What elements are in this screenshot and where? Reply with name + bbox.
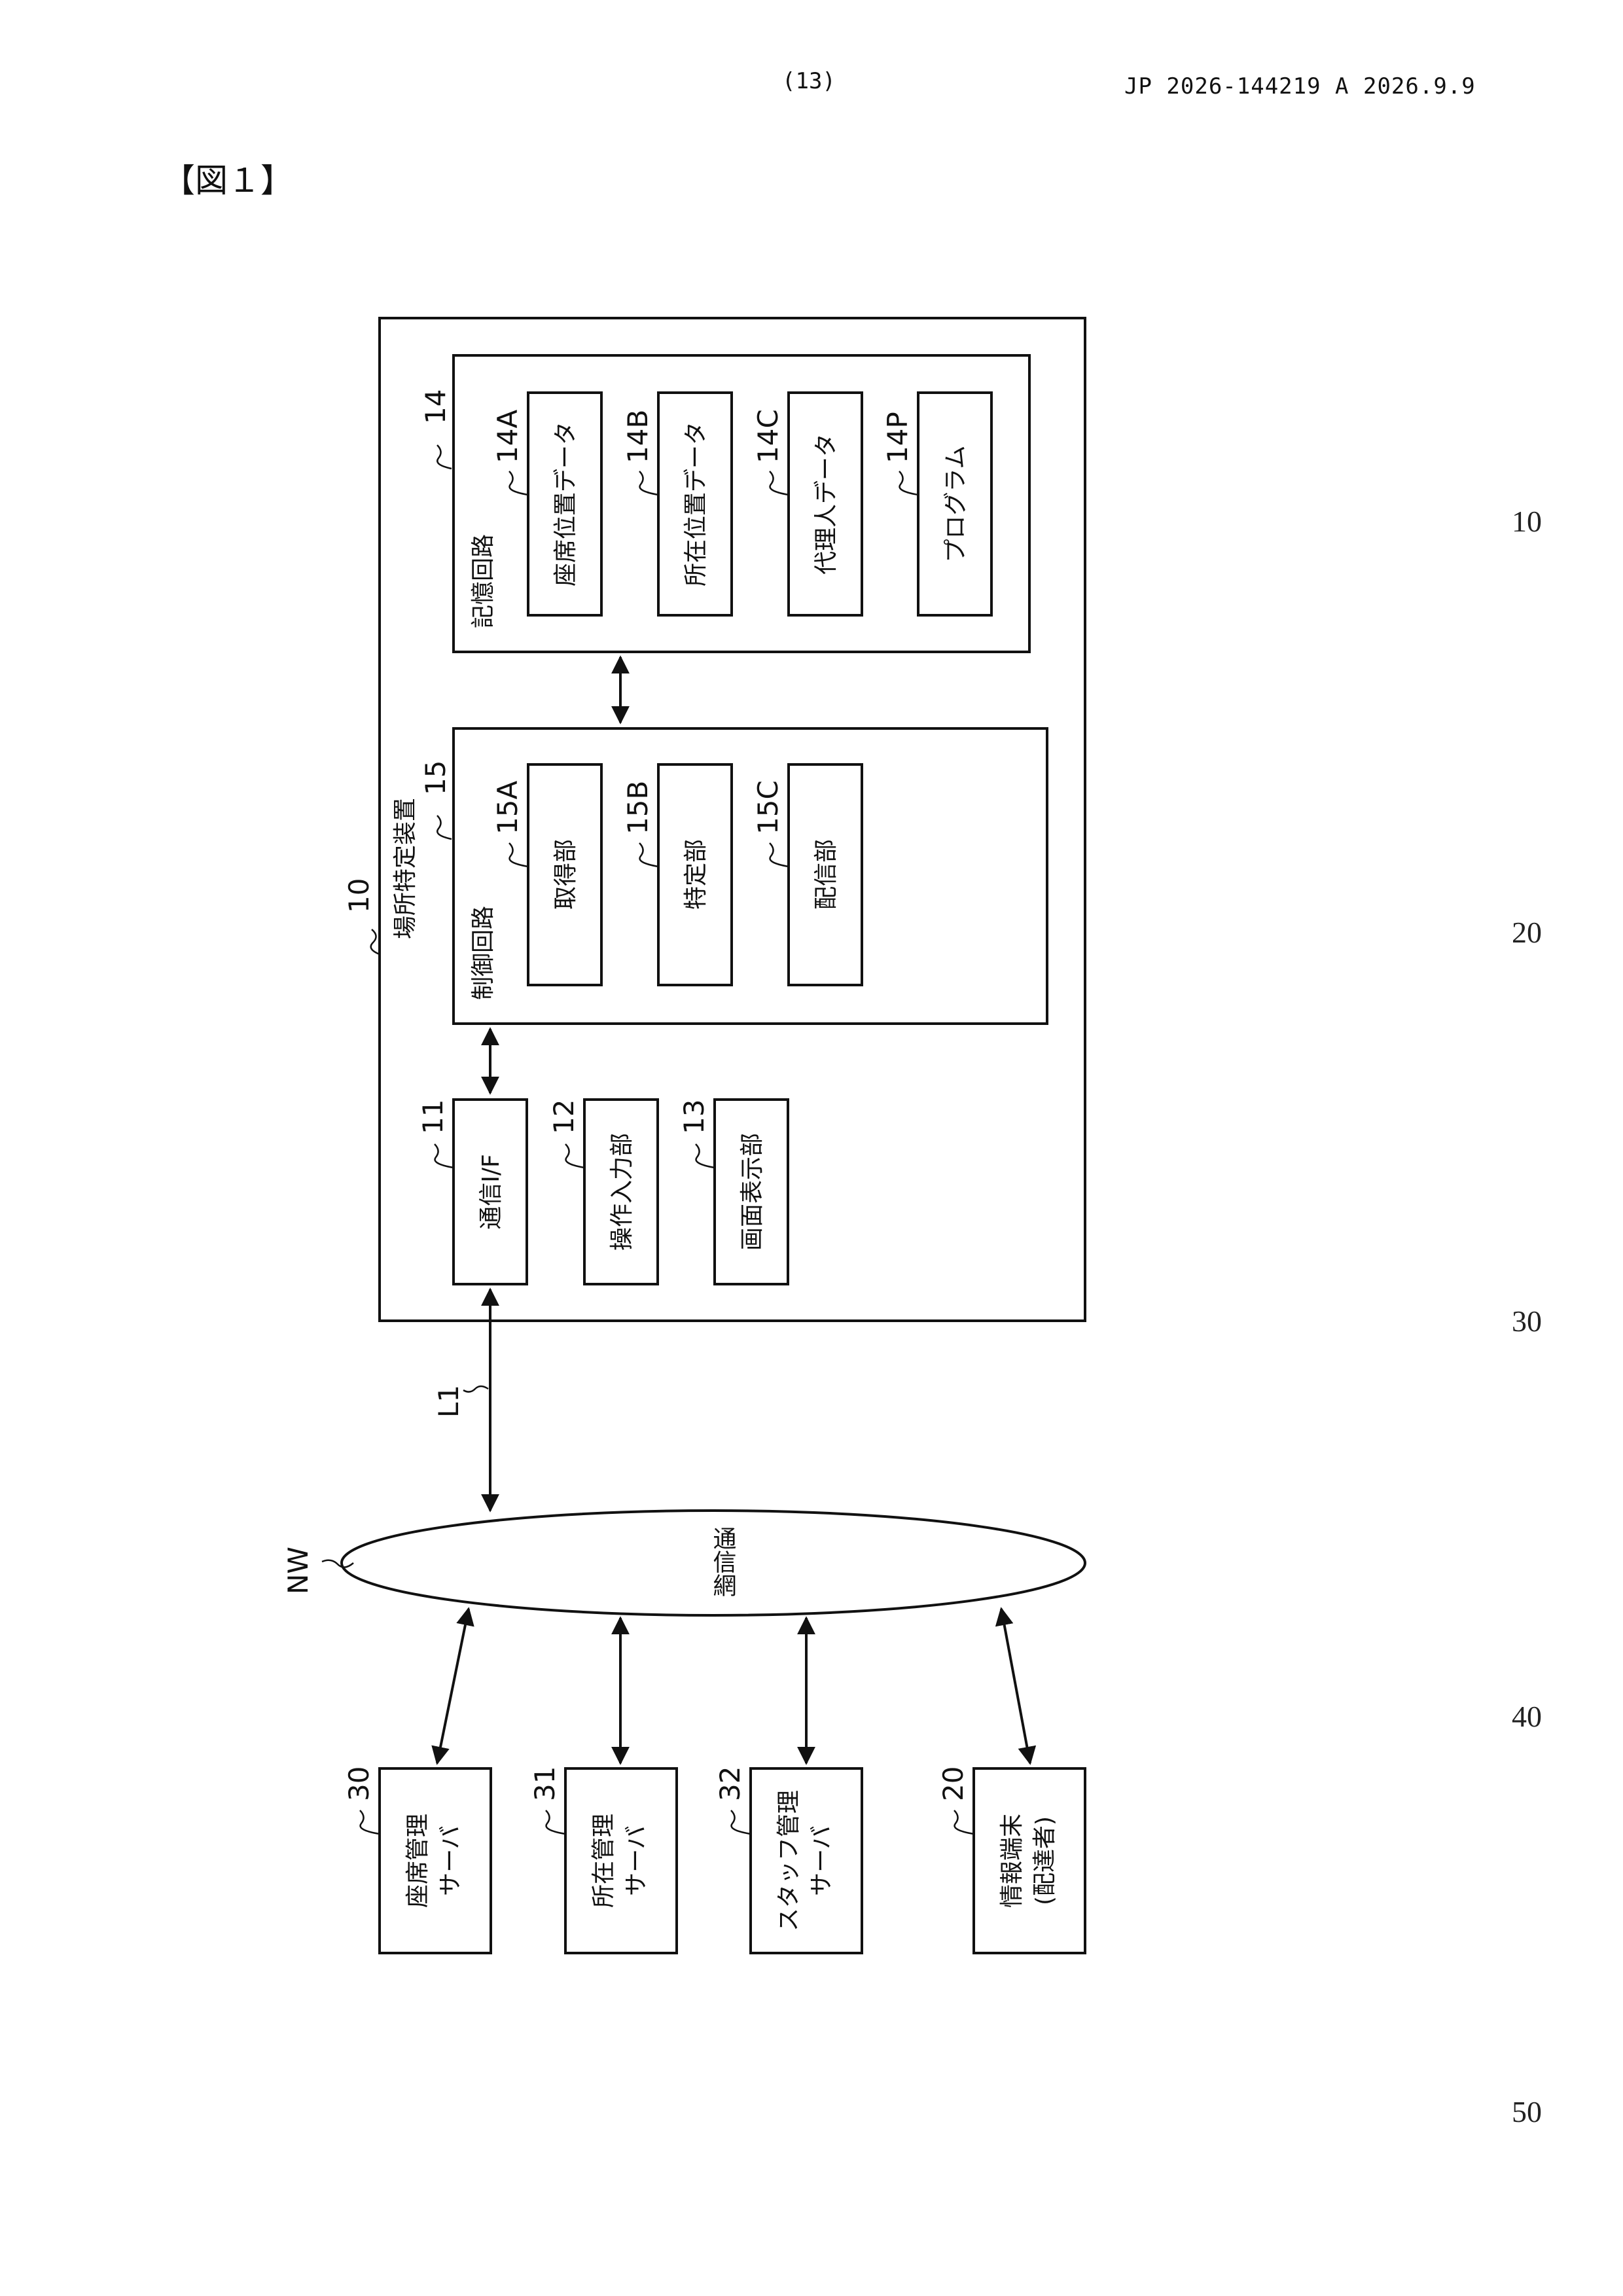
delivery-unit-leader [770,843,789,867]
identification-unit-ref: 15B [622,781,654,834]
seat-position-data-label: 座席位置データ [552,422,579,586]
agent-data-label: 代理人データ [813,433,840,575]
screen-display-leader [696,1144,715,1168]
comm-interface-leader [435,1144,454,1168]
staff-management-server-label-2: サーバ [808,1825,835,1896]
information-terminal-label-1: 情報端末 [999,1814,1026,1908]
seat-position-data-leader [509,471,528,495]
seat-management-server-label-1: 座席管理 [404,1814,431,1908]
staff-management-server-box [751,1768,862,1953]
location-management-server-ref: 31 [529,1767,561,1801]
staff-management-server-ref: 32 [714,1767,746,1801]
location-device-label: 場所特定装置 [392,798,419,939]
acquisition-unit-ref: 15A [491,781,524,834]
information-terminal-leader [954,1810,974,1834]
storage-circuit-label: 記憶回路 [470,534,497,628]
program-label: プログラム [942,446,969,563]
communication-network-ref: NW [282,1547,314,1594]
location-device-ref: 10 [343,878,375,913]
location-management-server-box [565,1768,677,1953]
identification-unit-leader [639,843,658,867]
comm-interface-ref: 11 [417,1100,449,1134]
identification-unit-label: 特定部 [683,839,709,910]
link-l1-ref: L1 [433,1385,465,1418]
operation-input-ref: 12 [548,1100,580,1134]
acquisition-unit-label: 取得部 [552,839,579,910]
comm-interface-label: 通信I/F [478,1154,505,1229]
delivery-unit-ref: 15C [752,780,784,834]
network-info-terminal-connector [1001,1609,1030,1763]
information-terminal-box [974,1768,1085,1953]
operation-input-label: 操作入力部 [609,1133,635,1251]
program-ref: 14P [882,412,914,463]
location-management-server-label-2: サーバ [623,1825,650,1896]
seat-position-data-ref: 14A [491,410,524,463]
link-l1-leader [463,1386,488,1392]
agent-data-leader [770,471,789,495]
control-circuit-leader [437,816,452,839]
presence-position-data-label: 所在位置データ [683,422,709,586]
control-circuit-label: 制御回路 [470,906,497,1000]
communication-network-label: 通信網 [709,1526,736,1597]
information-terminal-label-2: (配達者) [1031,1816,1058,1905]
communication-network-leader [322,1560,353,1568]
location-management-server-label-1: 所在管理 [590,1814,617,1908]
control-circuit-box [454,728,1047,1024]
seat-management-server-leader [360,1810,380,1834]
staff-management-server-leader [731,1810,751,1834]
presence-position-data-ref: 14B [622,410,654,463]
screen-display-label: 画面表示部 [739,1133,766,1251]
seat-management-server-label-2: サーバ [437,1825,464,1896]
program-leader [899,471,918,495]
agent-data-ref: 14C [752,409,784,463]
seat-management-server-ref: 30 [343,1767,375,1801]
network-seat-server-connector [437,1609,469,1763]
location-management-server-leader [546,1810,565,1834]
control-circuit-ref: 15 [419,761,452,795]
screen-display-ref: 13 [678,1100,710,1134]
storage-circuit-leader [437,445,452,469]
acquisition-unit-leader [509,843,528,867]
presence-position-data-leader [639,471,658,495]
delivery-unit-label: 配信部 [813,839,840,910]
seat-management-server-box [380,1768,491,1953]
staff-management-server-label-1: スタッフ管理 [776,1790,802,1931]
information-terminal-ref: 20 [937,1767,969,1801]
operation-input-leader [565,1144,584,1168]
storage-circuit-ref: 14 [419,389,452,424]
